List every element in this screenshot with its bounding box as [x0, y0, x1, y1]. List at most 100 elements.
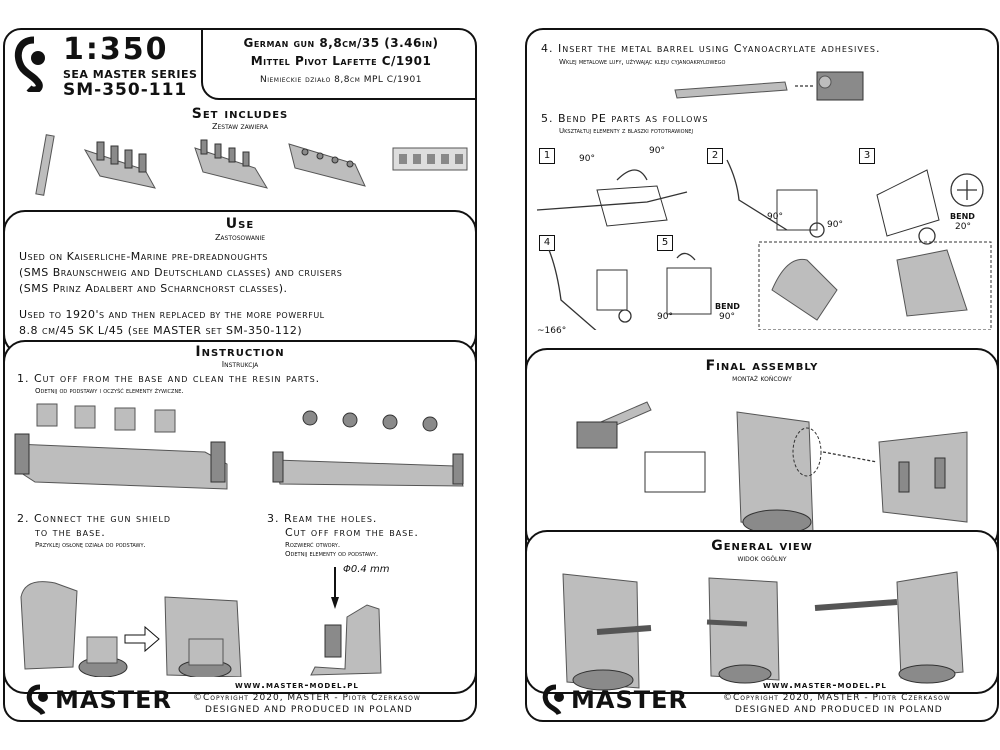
final-assembly-title: Final assembly	[705, 358, 819, 374]
gun-with-barrel	[576, 401, 652, 449]
header-title-box: German gun 8,8cm/35 (3.46in) Mittel Pivo…	[201, 30, 475, 100]
step2-3-illustration	[20, 567, 382, 677]
pe-assembled-detail	[758, 241, 992, 330]
mount-part	[78, 636, 128, 677]
barrel-part	[35, 134, 55, 196]
drill-size-label: Φ0.4 mm	[343, 564, 390, 575]
final-assembly-illustration	[576, 401, 968, 535]
final-assembly-panel: Final assembly montaż końcowy	[527, 348, 997, 552]
instruction-title: Instruction	[195, 344, 285, 360]
angle-b2a: 90°	[767, 212, 783, 222]
general-view-front	[706, 577, 780, 684]
step4-polish: Wklej metalowe lufy, używając kleju cyja…	[559, 58, 726, 66]
assembled-shield	[164, 596, 242, 677]
footer-copyright: ©Copyright 2020, MASTER - Piotr Czerkaso…	[193, 693, 421, 703]
step1-polish: Odetnij od podstawy i oczyść elementy ży…	[35, 387, 184, 395]
base-part-1	[83, 141, 156, 189]
use-text-3: (SMS Prinz Adalbert and Scharnchorst cla…	[19, 282, 288, 295]
step3-text-a: 3. Ream the holes.	[267, 512, 378, 525]
master-footer-logo-icon-right	[542, 684, 564, 716]
header-logo-block: 1:350 SEA MASTER SERIES SM-350-111	[5, 30, 200, 100]
angle-b1a: 90°	[579, 154, 595, 164]
step2-text-b: to the base.	[35, 526, 106, 539]
pe-step-box-3: 3	[859, 148, 875, 164]
set-includes-panel: Set includes Zestaw zawiera x4 x1 x1	[5, 100, 475, 234]
bend-label-5: BEND	[715, 302, 740, 311]
use-panel: Use Zastosowanie Used on Kaiserliche-Mar…	[5, 210, 475, 356]
instruction-panel: Instruction Instrukcja 1. Cut off from t…	[5, 340, 475, 694]
footer-designed: DESIGNED AND PRODUCED IN POLAND	[205, 705, 413, 715]
general-view-panel: General view widok ogólny	[527, 530, 997, 694]
use-text-2: (SMS Braunschweig and Deutschland classe…	[19, 266, 343, 279]
step5-text: 5. Bend PE parts as follows	[541, 112, 709, 125]
footer-brand-right: MASTER	[571, 686, 688, 714]
use-text-5: 8.8 cm/45 SK L/45 (see MASTER set SM-350…	[19, 324, 303, 337]
general-view-rear	[562, 573, 652, 691]
angle-b4: ~166°	[537, 326, 567, 336]
arrow-right-icon	[124, 625, 160, 653]
angle-b5a: 90°	[657, 312, 673, 322]
reamed-base	[310, 604, 382, 676]
step3-polish-2: Odetnij elementy od podstawy.	[285, 550, 379, 558]
base-part-2	[194, 139, 269, 189]
use-subtitle: Zastosowanie	[214, 233, 266, 242]
resin-base-left	[14, 403, 228, 490]
pe-step4-drawing	[548, 249, 632, 330]
drill-icon	[331, 567, 339, 609]
set-includes-title: Set includes	[191, 106, 289, 122]
footer-right: MASTER www.master-model.pl ©Copyright 20…	[527, 680, 997, 720]
step3-polish-1: Rozwierć otwory.	[285, 541, 341, 549]
pe-step3-drawing	[876, 169, 984, 245]
angle-b2b: 90°	[827, 220, 843, 230]
angle-b1b: 90°	[649, 146, 665, 156]
title-polish: Niemieckie działo 8,8cm MPL C/1901	[260, 75, 422, 85]
step3-text-b: Cut off from the base.	[285, 526, 419, 539]
pe-fret-part	[392, 147, 468, 171]
instruction-subtitle: Instrukcja	[221, 360, 259, 369]
product-code: SM-350-111	[63, 80, 188, 100]
pe-step1-drawing	[536, 169, 688, 227]
gun-cradle	[816, 71, 864, 101]
footer-left: MASTER www.master-model.pl ©Copyright 20…	[5, 680, 475, 720]
pe-step-box-4: 4	[539, 235, 555, 251]
footer-copyright-right: ©Copyright 2020, MASTER - Piotr Czerkaso…	[723, 693, 951, 703]
general-view-title: General view	[711, 538, 813, 554]
right-instruction-sheet: 4. Insert the metal barrel using Cyanoac…	[525, 28, 999, 722]
set-includes-subtitle: Zestaw zawiera	[212, 122, 268, 131]
footer-brand: MASTER	[55, 686, 172, 714]
left-instruction-sheet: 1:350 SEA MASTER SERIES SM-350-111 Germa…	[3, 28, 477, 722]
general-view-side	[814, 571, 964, 684]
footer-url-right: www.master-model.pl	[763, 680, 887, 691]
use-text-4: Used to 1920's and then replaced by the …	[19, 308, 325, 321]
title-line1: German gun 8,8cm/35 (3.46in)	[243, 36, 439, 50]
step1-text: 1. Cut off from the base and clean the r…	[17, 372, 321, 385]
bend-label-3: BEND	[950, 212, 975, 221]
metal-barrel	[674, 81, 788, 99]
angle-b3: 20°	[955, 222, 971, 232]
shield-detail-zoom	[878, 431, 968, 523]
parts-illustration	[35, 134, 468, 196]
footer-designed-right: DESIGNED AND PRODUCED IN POLAND	[735, 705, 943, 715]
general-view-subtitle: widok ogólny	[737, 554, 787, 563]
final-assembly-subtitle: montaż końcowy	[732, 374, 792, 383]
base-part-3	[288, 143, 366, 187]
title-line2: Mittel Pivot Lafette C/1901	[250, 54, 432, 68]
angle-b5c: 90°	[719, 312, 735, 322]
pe-step-box-1: 1	[539, 148, 555, 164]
use-text-1: Used on Kaiserliche-Marine pre-dreadnoug…	[19, 250, 268, 263]
series-label: SEA MASTER SERIES	[63, 68, 198, 81]
pe-step2-drawing	[726, 159, 825, 238]
step2-text-a: 2. Connect the gun shield	[17, 512, 172, 525]
resin-base-right	[272, 410, 464, 487]
scale-label: 1:350	[63, 32, 169, 67]
master-logo-icon	[14, 36, 45, 92]
general-view-illustration	[562, 571, 964, 691]
pe-bending-illustration	[536, 159, 992, 330]
pe-step5-drawing	[666, 252, 712, 315]
shield-with-mount	[736, 411, 822, 535]
footer-url: www.master-model.pl	[235, 680, 359, 691]
step5-polish: Ukształtuj elementy z blaszki fototrawio…	[559, 127, 693, 135]
step4-illustration	[674, 71, 864, 101]
step2-polish: Przyklej osłonę działa do podstawy.	[35, 541, 146, 549]
master-footer-logo-icon	[26, 684, 48, 716]
